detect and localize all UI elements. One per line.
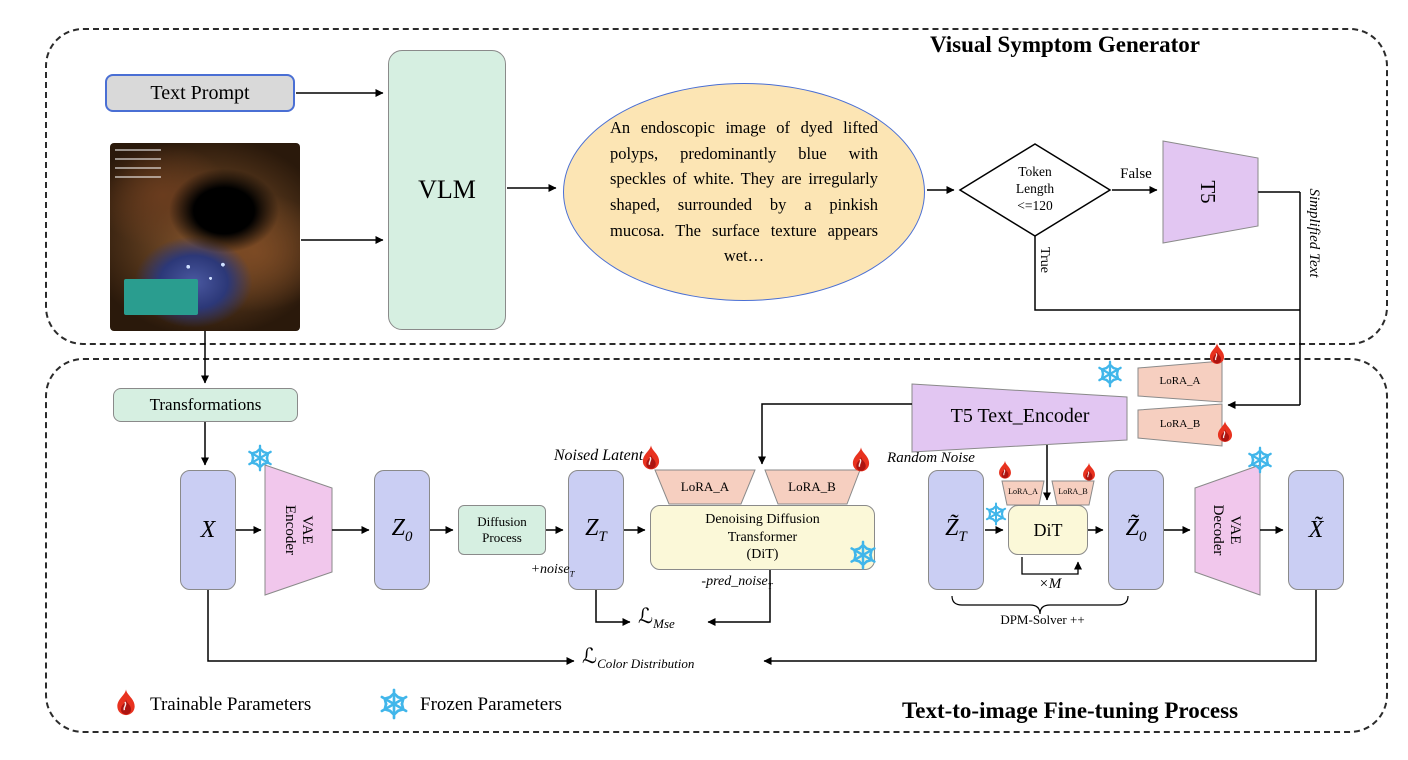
false-label: False [1120, 166, 1152, 182]
lora-b-trapezoid-dit [764, 469, 861, 505]
lora-a-label-dit: LoRA_A [680, 479, 730, 494]
diffusion-process-box: Diffusion Process [458, 505, 546, 555]
snowflake-icon [984, 502, 1008, 526]
mse-loss-label: ℒMse [638, 604, 675, 632]
snowflake-icon-legend [378, 688, 410, 720]
flame-icon [1078, 462, 1100, 484]
top-panel-title: Visual Symptom Generator [930, 32, 1201, 57]
vae-encoder-label: VAE Encoder [282, 505, 316, 555]
lora-a-label-t5: LoRA_A [1159, 375, 1201, 387]
snowflake-icon [1246, 446, 1274, 474]
z0-tilde-node: Z̃0 [1108, 470, 1164, 590]
snowflake-icon [246, 444, 274, 472]
x-output-label: X̃ [1308, 516, 1324, 543]
z0-label: Z0 [391, 514, 413, 545]
true-label: True [1037, 247, 1053, 273]
zt-label: ZT [585, 514, 607, 545]
transformations-box: Transformations [113, 388, 298, 422]
lora-a-trapezoid-t5 [1137, 360, 1223, 403]
random-noise-label: Random Noise [887, 450, 975, 466]
lora-b-trapezoid-sampler [1051, 480, 1095, 506]
caption-ellipse: An endoscopic image of dyed lifted polyp… [563, 83, 925, 301]
lora-b-trapezoid-t5 [1137, 403, 1223, 447]
dit-sampler-box: DiT [1008, 505, 1088, 555]
dpm-solver-label: DPM-Solver ++ [1000, 612, 1085, 627]
pred-noise-label: -pred_noiseT [701, 574, 773, 591]
fine-tuning-panel [45, 358, 1388, 733]
flame-icon [994, 460, 1016, 482]
legend-frozen-label: Frozen Parameters [420, 694, 562, 715]
dpm-solver-brace [951, 595, 1129, 615]
flame-icon-legend [110, 688, 142, 720]
z0-tilde-label: Z̃0 [1125, 514, 1147, 545]
flame-icon [1212, 420, 1238, 446]
x-output-node: X̃ [1288, 470, 1344, 590]
snowflake-icon [1096, 360, 1124, 388]
arrows [201, 89, 1317, 665]
visual-symptom-generator-panel [45, 28, 1388, 345]
flame-icon [636, 444, 666, 474]
decision-text: Token Length <=120 [1015, 164, 1055, 213]
t5-label: T5 [1196, 180, 1221, 204]
zt-tilde-node: Z̃T [928, 470, 984, 590]
flame-icon [1204, 342, 1230, 368]
lora-b-label-t5: LoRA_B [1159, 418, 1201, 430]
x-input-label: X [200, 516, 216, 543]
lora-b-label-dit: LoRA_B [788, 479, 836, 494]
t5-trapezoid [1162, 140, 1259, 244]
text-prompt-box: Text Prompt [105, 74, 295, 112]
endoscopy-hud-text [115, 149, 161, 183]
noised-latent-label: Noised Latent [553, 447, 644, 464]
legend-trainable-label: Trainable Parameters [150, 694, 312, 715]
xm-label: ×M [1038, 576, 1062, 592]
z0-node: Z0 [374, 470, 430, 590]
lora-a-trapezoid-dit [654, 469, 756, 505]
endoscopy-image [110, 143, 300, 331]
snowflake-icon [848, 540, 878, 570]
t5-text-encoder-trapezoid [911, 383, 1128, 453]
zt-tilde-label: Z̃T [945, 514, 967, 545]
plus-noise-label: +noiseT [530, 562, 575, 579]
denoising-dit-box: Denoising Diffusion Transformer (DiT) [650, 505, 875, 570]
flame-icon [846, 446, 876, 476]
endoscopy-comment-box [124, 279, 198, 315]
lora-a-label-sampler: LoRA_A [1008, 487, 1038, 496]
simplified-text-label: Simplified Text [1305, 188, 1322, 278]
t5-text-encoder-label: T5 Text_Encoder [950, 405, 1090, 427]
x-input-node: X [180, 470, 236, 590]
color-distribution-loss-label: ℒColor Distribution [582, 644, 695, 672]
zt-node: ZT [568, 470, 624, 590]
vae-decoder-label: VAE Decoder [1210, 504, 1244, 556]
lora-b-label-sampler: LoRA_B [1058, 487, 1088, 496]
caption-text: An endoscopic image of dyed lifted polyp… [610, 118, 878, 266]
vlm-box: VLM [388, 50, 506, 330]
bottom-panel-title: Text-to-image Fine-tuning Process [902, 698, 1239, 723]
vae-decoder-trapezoid [1194, 464, 1261, 596]
vae-encoder-trapezoid [264, 464, 333, 596]
